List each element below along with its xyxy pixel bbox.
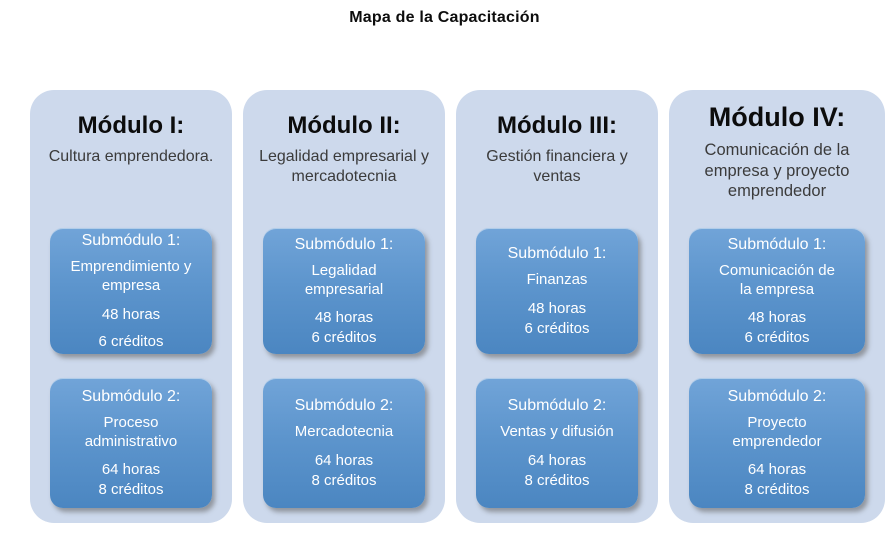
module-2-submodule-2-card: Submódulo 2: Mercadotecnia 64 horas 8 cr… — [263, 378, 425, 508]
module-1-header: Módulo I: Cultura emprendedora. — [30, 90, 232, 228]
page-title: Mapa de la Capacitación — [349, 9, 540, 26]
module-4-subtitle: Comunicación de la empresa y proyecto em… — [704, 141, 850, 201]
submodule-label: Submódulo 1: — [81, 232, 181, 250]
module-1-subtitle: Cultura emprendedora. — [48, 147, 214, 165]
submodule-name: Ventas y difusión — [500, 423, 614, 441]
submodule-hours: 64 horas — [101, 461, 161, 479]
module-4-header: Módulo IV: Comunicación de la empresa y … — [669, 90, 885, 228]
module-4-title: Módulo IV: — [708, 102, 846, 132]
modules-board: Módulo I: Cultura emprendedora. Submódul… — [30, 90, 885, 523]
submodule-hours: 64 horas — [747, 461, 807, 479]
submodule-name: Proyecto emprendedor — [732, 413, 822, 450]
module-3-subtitle: Gestión financiera y ventas — [486, 147, 628, 185]
submodule-name: Emprendimiento y empresa — [70, 258, 192, 294]
module-2-header: Módulo II: Legalidad empresarial y merca… — [243, 90, 445, 228]
submodule-name: Proceso administrativo — [84, 413, 178, 450]
submodule-credits: 8 créditos — [744, 481, 810, 499]
submodule-hours: 64 horas — [314, 451, 374, 469]
submodule-label: Submódulo 1: — [727, 235, 827, 253]
submodule-credits: 6 créditos — [311, 329, 377, 347]
module-column-1: Módulo I: Cultura emprendedora. Submódul… — [30, 90, 232, 523]
module-2-subtitle: Legalidad empresarial y mercadotecnia — [259, 147, 429, 185]
submodule-name: Mercadotecnia — [294, 423, 394, 441]
module-2-title: Módulo II: — [287, 112, 401, 139]
submodule-label: Submódulo 2: — [727, 387, 827, 405]
module-column-4: Módulo IV: Comunicación de la empresa y … — [669, 90, 885, 523]
module-2-submodule-1-card: Submódulo 1: Legalidad empresarial 48 ho… — [263, 228, 425, 354]
submodule-credits: 6 créditos — [98, 332, 164, 350]
submodule-hours: 48 horas — [747, 309, 807, 327]
submodule-label: Submódulo 1: — [507, 245, 607, 263]
submodule-hours: 48 horas — [101, 305, 161, 323]
submodule-label: Submódulo 2: — [294, 397, 394, 415]
submodule-name: Comunicación de la empresa — [719, 261, 835, 298]
submodule-hours: 48 horas — [314, 309, 374, 327]
module-column-3: Módulo III: Gestión financiera y ventas … — [456, 90, 658, 523]
module-1-submodule-2-card: Submódulo 2: Proceso administrativo 64 h… — [50, 378, 212, 508]
submodule-credits: 6 créditos — [744, 329, 810, 347]
submodule-name: Finanzas — [526, 271, 588, 289]
submodule-credits: 8 créditos — [311, 471, 377, 489]
submodule-hours: 48 horas — [527, 299, 587, 317]
submodule-credits: 8 créditos — [524, 471, 590, 489]
module-column-2: Módulo II: Legalidad empresarial y merca… — [243, 90, 445, 523]
module-4-submodule-1-card: Submódulo 1: Comunicación de la empresa … — [689, 228, 865, 354]
submodule-credits: 6 créditos — [524, 319, 590, 337]
submodule-label: Submódulo 2: — [81, 387, 181, 405]
module-3-submodule-1-card: Submódulo 1: Finanzas 48 horas 6 crédito… — [476, 228, 638, 354]
submodule-credits: 8 créditos — [98, 481, 164, 499]
submodule-hours: 64 horas — [527, 451, 587, 469]
module-1-submodule-1-card: Submódulo 1: Emprendimiento y empresa 48… — [50, 228, 212, 354]
submodule-label: Submódulo 1: — [294, 235, 394, 253]
module-3-submodule-2-card: Submódulo 2: Ventas y difusión 64 horas … — [476, 378, 638, 508]
submodule-name: Legalidad empresarial — [304, 261, 384, 298]
module-4-submodule-2-card: Submódulo 2: Proyecto emprendedor 64 hor… — [689, 378, 865, 508]
module-3-header: Módulo III: Gestión financiera y ventas — [456, 90, 658, 228]
module-1-title: Módulo I: — [77, 112, 185, 139]
submodule-label: Submódulo 2: — [507, 397, 607, 415]
module-3-title: Módulo III: — [497, 112, 617, 139]
